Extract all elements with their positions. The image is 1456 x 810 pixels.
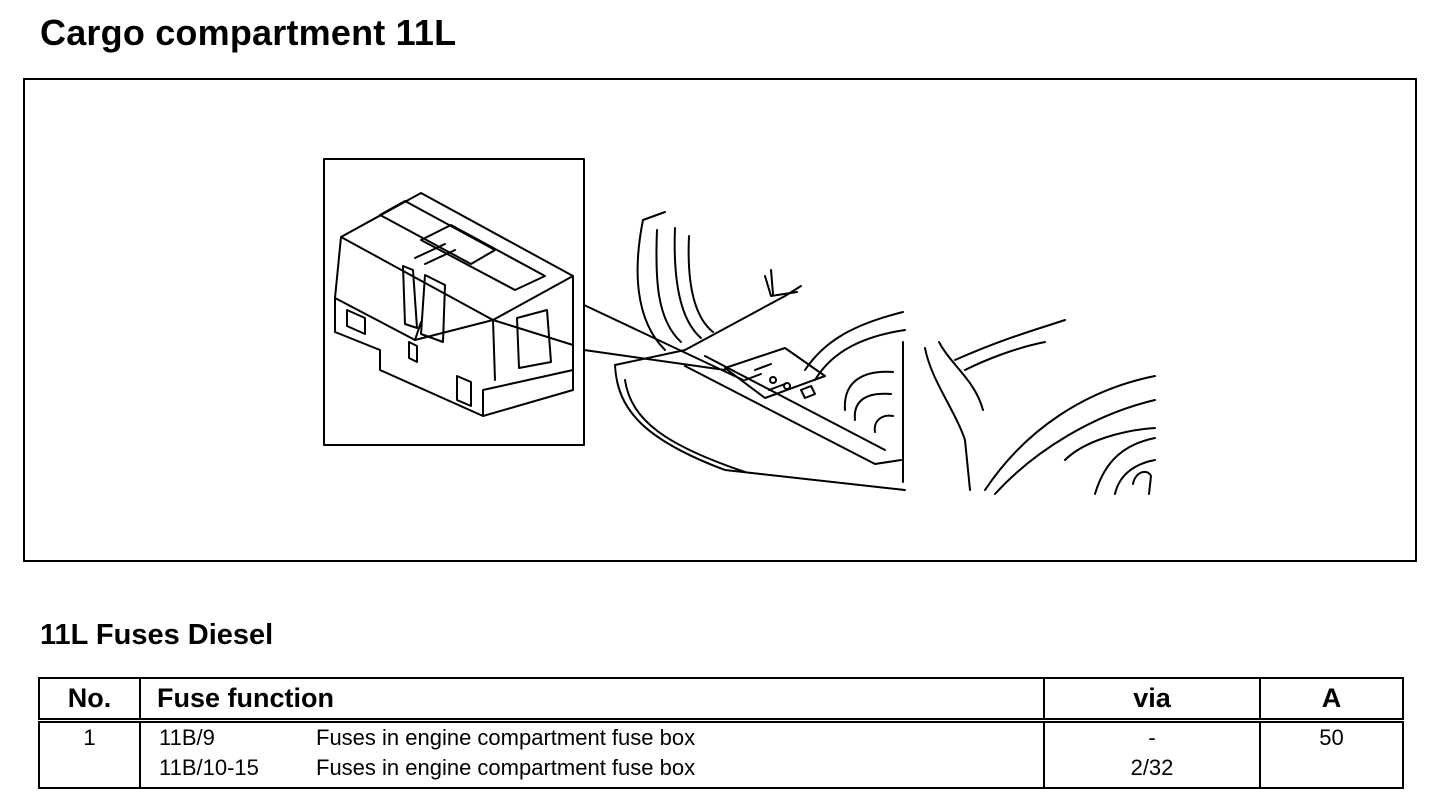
cell-amperage: [1259, 753, 1404, 789]
cell-function: 11B/10-15 Fuses in engine compartment fus…: [139, 753, 1045, 789]
cell-code: 11B/10-15: [159, 755, 259, 780]
table-row: 1 11B/9 Fuses in engine compartment fuse …: [38, 720, 1404, 753]
cell-amperage: 50: [1259, 720, 1404, 753]
cell-description: Fuses in engine compartment fuse box: [316, 755, 696, 780]
header-fuse-function: Fuse function: [139, 677, 1045, 723]
inset-frame: [323, 158, 585, 446]
car-cargo-illustration: [323, 158, 1156, 495]
cell-function: 11B/9 Fuses in engine compartment fuse bo…: [139, 720, 1045, 753]
cell-code: 11B/9: [159, 725, 215, 750]
fuse-box-location-diagram: [23, 78, 1417, 562]
cell-no: [38, 753, 141, 789]
header-no: No.: [38, 677, 141, 723]
cell-no: 1: [38, 720, 141, 753]
header-via: via: [1043, 677, 1261, 723]
fuse-box-closeup: [334, 192, 574, 417]
table-header-row: No. Fuse function via A: [38, 677, 1404, 723]
car-rear-outline: [614, 211, 1156, 495]
cell-via: -: [1043, 720, 1261, 753]
header-amperage: A: [1259, 677, 1404, 723]
section-title: 11L Fuses Diesel: [40, 619, 274, 651]
table-row: 11B/10-15 Fuses in engine compartment fus…: [38, 753, 1404, 789]
page-title: Cargo compartment 11L: [40, 12, 457, 53]
leader-line: [583, 304, 744, 381]
cell-description: Fuses in engine compartment fuse box: [316, 725, 696, 750]
cell-via: 2/32: [1043, 753, 1261, 789]
